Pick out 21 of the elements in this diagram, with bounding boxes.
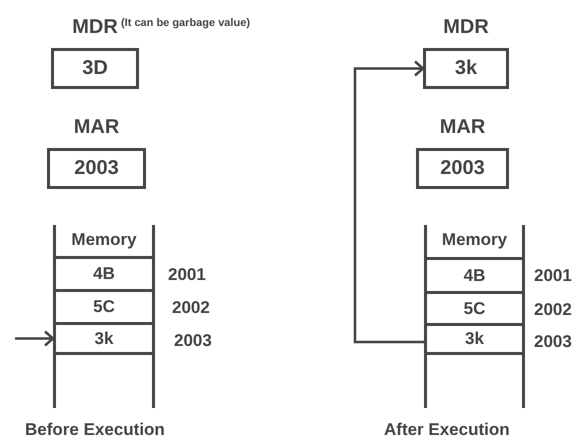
column-heading: Memory (440, 230, 508, 250)
register-label: MDR (72, 15, 118, 40)
address-label: 2002 (172, 298, 210, 318)
column-heading: Memory (70, 230, 138, 250)
register-label: MDR (443, 15, 489, 40)
address-label: 2001 (168, 265, 206, 285)
register-box: 3D (51, 48, 139, 89)
register-label: MAR (74, 115, 120, 140)
register-box: 2003 (416, 148, 509, 189)
address-label: 2002 (534, 300, 572, 320)
arrow (354, 60, 424, 344)
arrow (15, 330, 54, 347)
caption-text: After Execution (384, 420, 510, 440)
caption-text: Before Execution (25, 420, 165, 440)
note-text: (It can be garbage value) (121, 17, 250, 29)
register-box: 3k (423, 48, 509, 89)
address-label: 2001 (534, 266, 572, 286)
address-label: 2003 (174, 331, 212, 351)
address-label: 2003 (534, 332, 572, 352)
register-box: 2003 (47, 148, 146, 189)
register-label: MAR (440, 115, 486, 140)
